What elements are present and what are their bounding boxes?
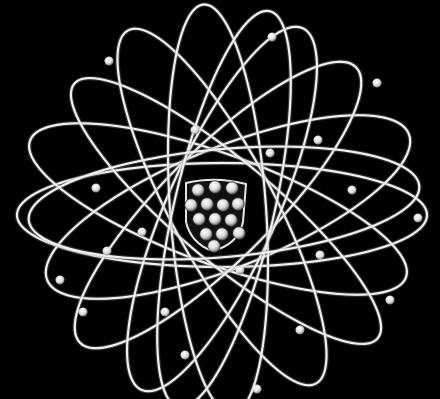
electron (266, 149, 275, 158)
electron (314, 136, 323, 145)
electron (386, 296, 395, 305)
electron (161, 308, 170, 317)
electron (92, 184, 101, 193)
electron (79, 308, 88, 317)
electron (105, 57, 114, 66)
nucleus-particle (209, 213, 221, 225)
nucleus-particle (208, 240, 220, 252)
nucleus-particle (185, 199, 197, 211)
electron (103, 247, 112, 256)
electron (316, 251, 325, 260)
nucleus-particle (232, 198, 244, 210)
nucleus-particle (209, 181, 221, 193)
electron (191, 126, 200, 135)
nucleus-particle (192, 184, 204, 196)
nucleus-particle (217, 199, 229, 211)
nucleus-particle (200, 228, 212, 240)
nucleus-particle (225, 214, 237, 226)
electron (296, 326, 305, 335)
electron (253, 385, 262, 394)
nucleus-particle (216, 228, 228, 240)
nucleus-particle (193, 213, 205, 225)
electron (268, 33, 277, 42)
electron (181, 351, 190, 360)
electron (414, 214, 423, 223)
electron (236, 266, 245, 275)
nucleus-particle (226, 182, 238, 194)
electron (373, 79, 382, 88)
nucleus-particle (201, 198, 213, 210)
electron (56, 276, 65, 285)
electron (348, 186, 357, 195)
electron (138, 228, 147, 237)
nucleus-particle (233, 227, 245, 239)
